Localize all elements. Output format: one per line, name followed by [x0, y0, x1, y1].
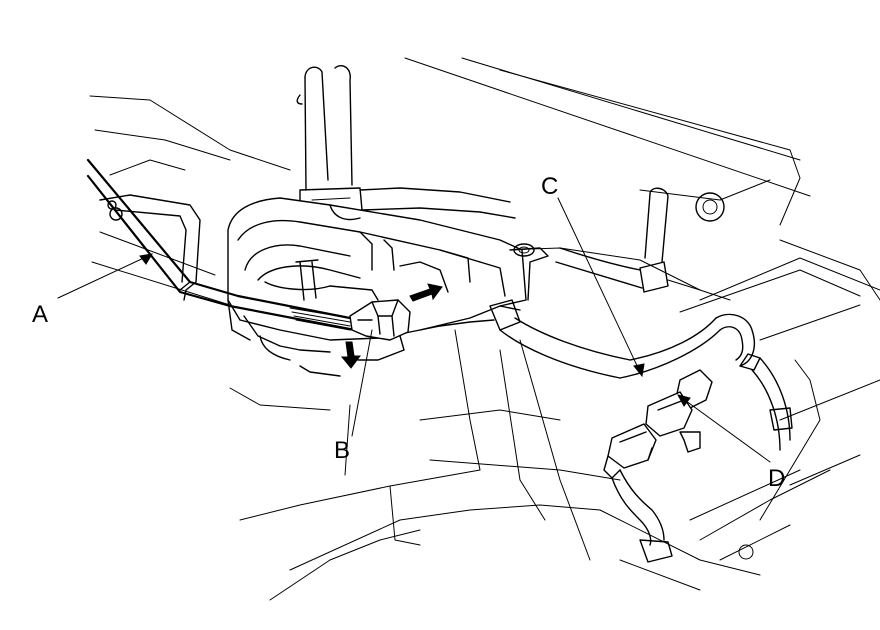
- callout-b: B: [334, 437, 350, 464]
- leader-lines: [57, 197, 771, 463]
- callout-a: A: [32, 301, 48, 328]
- actuator-housing: [227, 197, 527, 377]
- tool-rod: [86, 158, 362, 332]
- callout-d: D: [768, 465, 785, 492]
- mounting-bracket: [489, 243, 631, 379]
- movement-arrows: [340, 283, 443, 369]
- body-panel-outlines: [89, 57, 880, 601]
- callout-labels: A B C D: [32, 173, 785, 492]
- harness-connectors: [603, 313, 793, 563]
- left-bracket: [99, 194, 201, 301]
- callout-c: C: [541, 173, 558, 200]
- body-mounting-hole: [695, 192, 754, 560]
- rod-clip: [349, 299, 411, 341]
- cable-guide-post: [296, 64, 516, 219]
- right-cable-guide: [555, 187, 701, 293]
